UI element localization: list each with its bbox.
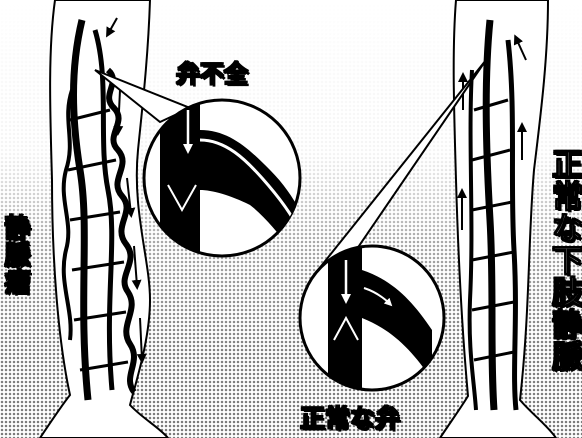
incompetent-valve-label: 弁不全 [175,60,248,88]
left-leg-varicose [38,0,170,438]
normal-valve-closeup [298,244,446,392]
normal-leg-veins-label: 正常な下肢静脈 [545,147,582,372]
incompetent-valve-closeup [142,98,302,258]
varicose-veins-label: 静脈瘤 [0,213,31,295]
normal-valve-label: 正常な弁 [299,404,401,433]
